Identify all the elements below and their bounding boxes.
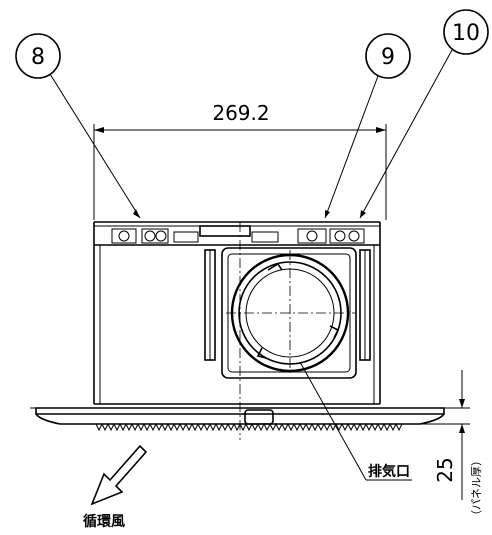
callout-10: 10	[359, 9, 489, 219]
panel-thickness-value: 25	[433, 457, 457, 482]
circulating-air-label: 循環風	[83, 513, 125, 530]
leader-9	[324, 75, 379, 219]
leader-8	[49, 73, 141, 219]
callout-9: 9	[324, 33, 411, 219]
circulating-air-arrow: 循環風	[83, 444, 148, 530]
callout-8: 8	[15, 33, 141, 219]
grille-panel	[30, 403, 452, 432]
width-dimension-value: 269.2	[212, 101, 269, 125]
louver-teeth	[95, 422, 403, 432]
callout-10-number: 10	[452, 21, 480, 46]
callout-9-number: 9	[381, 45, 395, 70]
exhaust-port-label: 排気口	[368, 463, 410, 480]
panel-thickness-dimension: 25 （パネル厚）	[420, 370, 483, 521]
exhaust-port	[226, 250, 356, 375]
exhaust-port-callout: 排気口	[299, 361, 412, 481]
leader-10	[359, 49, 453, 219]
panel-thickness-label: （パネル厚）	[470, 455, 483, 521]
callout-8-number: 8	[31, 45, 45, 70]
width-dimension: 269.2	[93, 101, 387, 220]
